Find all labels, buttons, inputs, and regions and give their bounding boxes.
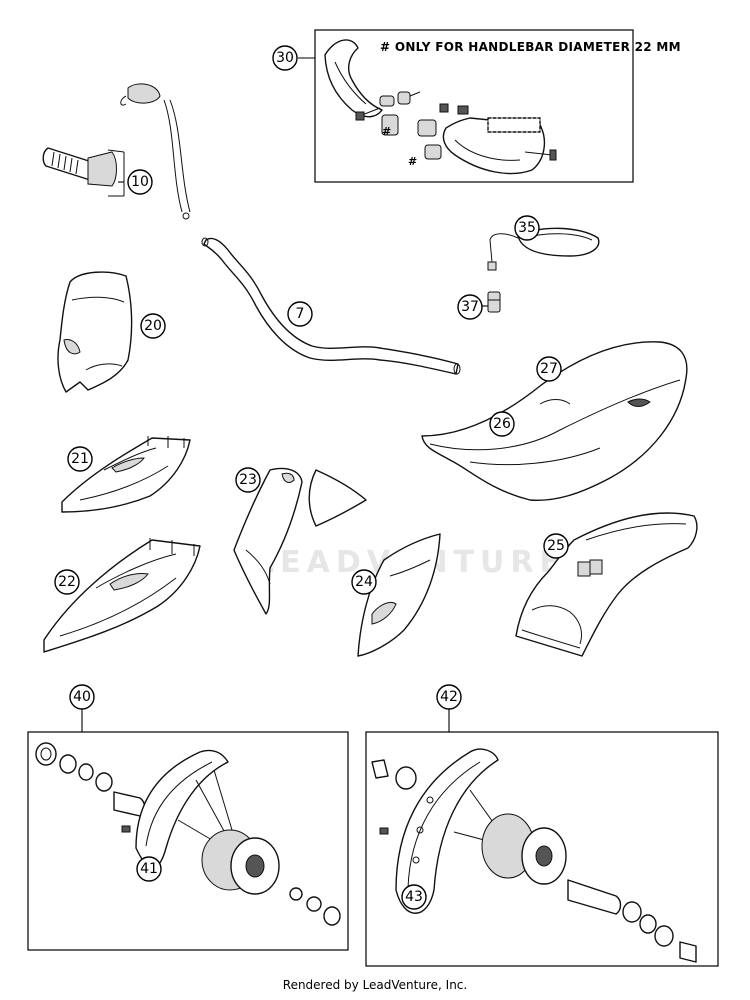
svg-text:7: 7 [296,306,305,322]
svg-text:21: 21 [71,451,89,467]
callout-10: 10 [127,169,153,195]
side-panel-left [233,467,367,615]
front-fender-upper [61,436,191,513]
handguard-left [324,39,421,136]
svg-text:30: 30 [276,50,294,66]
callout-24: 24 [351,569,377,595]
throttle-cables [120,83,191,220]
svg-text:43: 43 [405,889,423,905]
svg-text:26: 26 [493,416,511,432]
svg-text:27: 27 [540,361,558,377]
throttle-grip [42,147,125,197]
svg-text:37: 37 [461,299,479,315]
footer-credit: Rendered by LeadVenture, Inc. [282,978,468,992]
front-wheel [35,742,341,926]
callout-41: 41 [136,856,162,882]
svg-text:41: 41 [140,861,158,877]
svg-text:42: 42 [440,689,458,705]
rear-fender [515,512,698,657]
svg-text:24: 24 [355,574,373,590]
handguard-box [314,29,634,183]
side-panel-right [357,533,441,657]
front-fender-lower [43,538,201,653]
callout-40: 40 [69,684,95,710]
handlebar [201,237,461,375]
callout-42: 42 [436,684,462,710]
svg-text:23: 23 [239,472,257,488]
svg-text:10: 10 [131,174,149,190]
callout-21: 21 [67,446,93,472]
svg-text:40: 40 [73,689,91,705]
callout-37: 37 [457,294,483,320]
front-wheel-box [27,731,349,951]
mirror-adapter [487,291,501,313]
rear-wheel-box [365,731,719,967]
callout-30: 30 [272,45,298,71]
mirror [487,227,600,271]
callout-43: 43 [401,884,427,910]
svg-text:20: 20 [144,318,162,334]
callout-25: 25 [543,533,569,559]
callout-22: 22 [54,569,80,595]
callout-20: 20 [140,313,166,339]
svg-text:22: 22 [58,574,76,590]
seat [421,341,688,502]
svg-text:25: 25 [547,538,565,554]
callout-27: 27 [536,356,562,382]
callout-23: 23 [235,467,261,493]
callout-26: 26 [489,411,515,437]
callout-7: 7 [287,301,313,327]
hash-marker-upper: # [382,125,391,138]
hash-marker-lower: # [408,155,417,168]
headlight-mask [57,271,133,393]
callout-35: 35 [514,215,540,241]
handguard-right [417,103,557,175]
handlebar-diameter-note: # ONLY FOR HANDLEBAR DIAMETER 22 MM [380,40,681,54]
svg-text:35: 35 [518,220,536,236]
rear-wheel [371,748,697,963]
